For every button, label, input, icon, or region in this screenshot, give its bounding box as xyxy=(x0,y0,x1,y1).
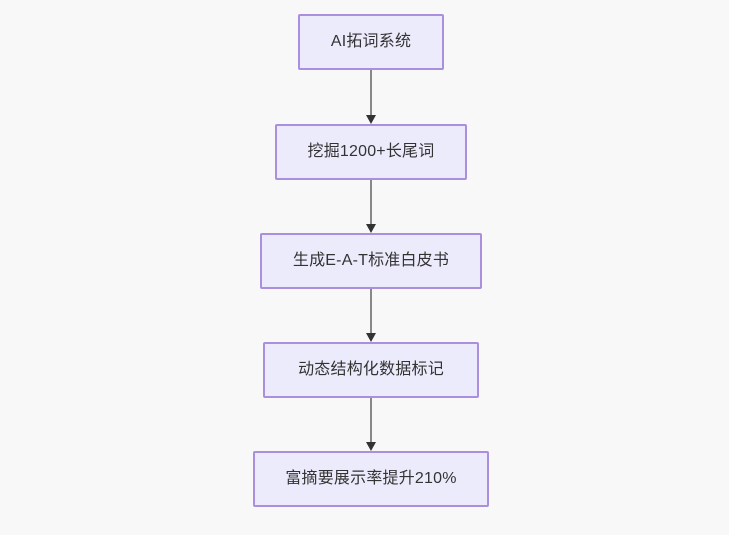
flowchart-node[interactable]: 挖掘1200+长尾词 xyxy=(275,124,467,180)
connector-arrow xyxy=(365,289,377,342)
arrowhead-icon xyxy=(365,333,376,342)
arrowhead-icon xyxy=(365,224,376,233)
flowchart-node-label: 富摘要展示率提升210% xyxy=(285,470,457,487)
flowchart-node-label: AI拓词系统 xyxy=(330,33,412,50)
connector-line xyxy=(370,180,372,224)
flowchart-node-label: 动态结构化数据标记 xyxy=(298,361,444,378)
connector-line xyxy=(370,398,372,442)
connector-arrow xyxy=(365,398,377,451)
connector-line xyxy=(370,289,372,333)
arrowhead-icon xyxy=(365,442,376,451)
connector-arrow xyxy=(365,180,377,233)
flowchart-node[interactable]: 富摘要展示率提升210% xyxy=(253,451,489,507)
flowchart-node-label: 挖掘1200+长尾词 xyxy=(307,143,435,160)
flowchart-node[interactable]: 动态结构化数据标记 xyxy=(263,342,479,398)
flowchart-node[interactable]: AI拓词系统 xyxy=(298,14,444,70)
flowchart-node-label: 生成E-A-T标准白皮书 xyxy=(292,252,450,269)
flowchart-node[interactable]: 生成E-A-T标准白皮书 xyxy=(260,233,482,289)
arrowhead-icon xyxy=(365,115,376,124)
connector-arrow xyxy=(365,70,377,124)
connector-line xyxy=(370,70,372,115)
